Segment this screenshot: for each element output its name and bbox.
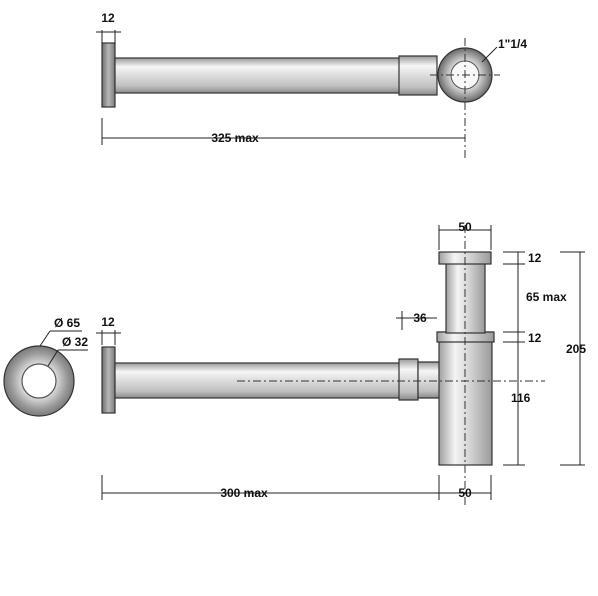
bottle-height-label: 116 — [511, 391, 531, 405]
cap-width-label: 50 — [458, 220, 472, 234]
base-width-label: 50 — [458, 486, 472, 500]
overall-height-label: 205 — [566, 342, 586, 356]
top-horizontal-pipe — [114, 57, 401, 94]
inlet-offset-label: 36 — [413, 311, 427, 325]
front-flange-thickness-label: 12 — [101, 315, 115, 329]
top-flange-thickness-label: 12 — [101, 11, 115, 25]
front-wall-flange — [101, 346, 116, 414]
front-length-label: 300 max — [220, 486, 268, 500]
thread-leader — [481, 46, 498, 63]
front-view: Ø 65 Ø 32 12 50 12 65 max — [3, 220, 586, 505]
adjustable-height-label: 65 max — [526, 290, 567, 304]
ring-bore-leader-diag — [47, 349, 59, 367]
flange-ring-bore — [21, 363, 57, 399]
top-length-label: 325 max — [211, 131, 259, 145]
bore-diameter-label: Ø 32 — [62, 335, 88, 349]
ring-dia-leader-diag — [39, 330, 51, 347]
collar-height-label: 12 — [528, 331, 542, 345]
cap-height-label: 12 — [528, 251, 542, 265]
top-view: 12 1"1/4 325 max — [96, 11, 527, 160]
top-wall-flange — [101, 42, 116, 108]
front-union-nut — [398, 358, 419, 401]
bottle-trap-body — [438, 331, 493, 466]
flange-diameter-label: Ø 65 — [54, 316, 80, 330]
thread-size-label: 1"1/4 — [498, 37, 527, 51]
